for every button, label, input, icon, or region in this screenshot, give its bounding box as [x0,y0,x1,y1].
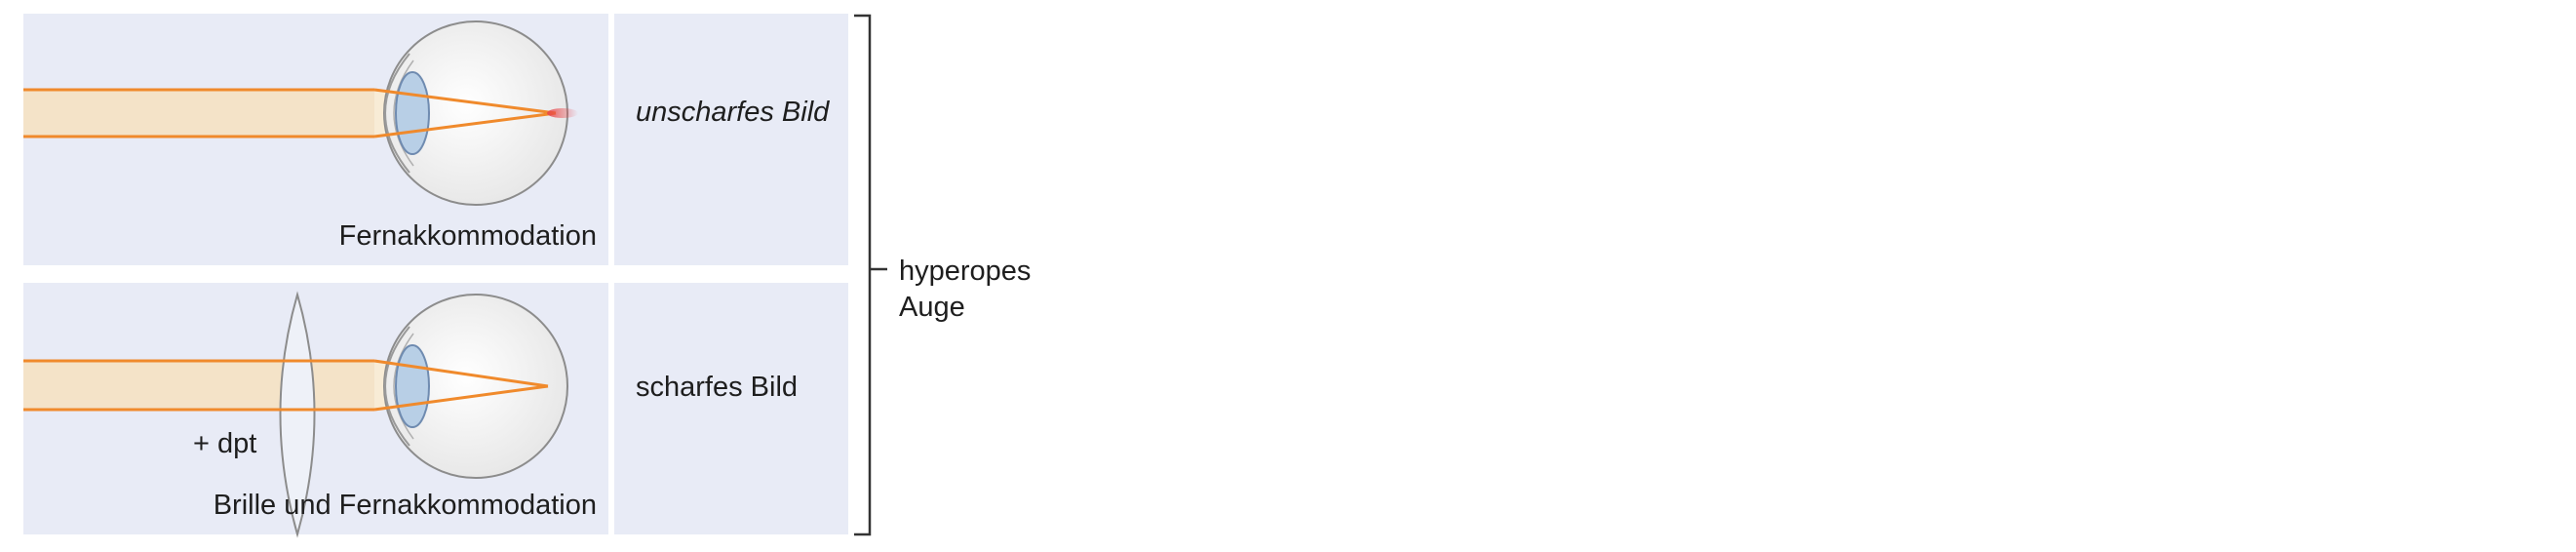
bracket [854,14,887,536]
top-rays [23,88,578,138]
bottom-caption: Brille und Fernakkommodation [214,490,597,521]
bottom-row: + dpt Brille und Fernakkommodation schar… [23,283,848,538]
bottom-rays [23,359,549,412]
top-light-beam [23,90,374,137]
bottom-result-panel [614,283,848,534]
convex-lens-icon [279,291,316,538]
bottom-light-beam [23,361,374,410]
top-result-panel [614,14,848,265]
eye-icon [383,20,568,206]
lens-power-label: + dpt [193,428,256,459]
blurred-focus-mark [547,108,578,118]
eye-lens [395,71,430,155]
eye-lens [395,344,430,428]
bottom-result-label: scharfes Bild [636,372,798,403]
top-result-label: unscharfes Bild [636,97,830,128]
bracket-label-line2: Auge [899,292,965,323]
top-row: Fernakkommodation unscharfes Bild [23,14,848,265]
top-caption: Fernakkommodation [339,220,597,252]
bracket-label-line1: hyperopes [899,256,1031,287]
